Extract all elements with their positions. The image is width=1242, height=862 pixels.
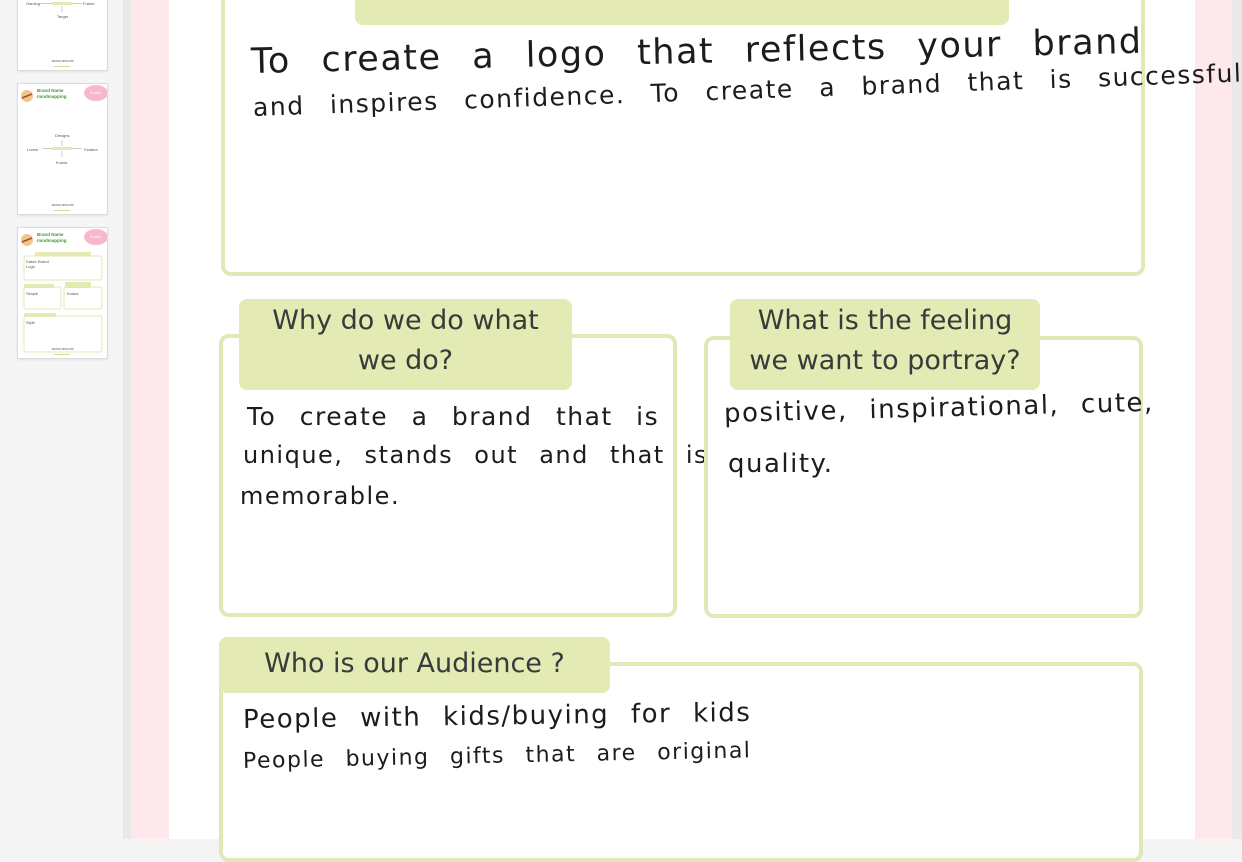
why-answer-line-1: To create a brand that is [247, 402, 660, 431]
why-label-line-2: we do? [357, 345, 454, 376]
thumbnail-text: Kudos [67, 291, 79, 296]
thumbnail-tag: Kudos [90, 90, 102, 95]
thumbnail-text: Style [26, 320, 35, 325]
audience-answer-box[interactable] [219, 662, 1143, 862]
thumbnail-text: Brand [38, 259, 49, 264]
thumbnail-text: Logo [26, 264, 35, 269]
why-label-line-1: Why do we do what [272, 305, 539, 336]
thumbnail-text: Dates [26, 259, 37, 264]
why-answer-line-2: unique, stands out and that is [243, 441, 709, 469]
mission-label [355, 0, 1009, 25]
thumbnail-1-graphic [40, 2, 82, 67]
page-thumbnail-sidebar: Gaming Future Target BRAND MIND MAP Bran… [0, 0, 124, 839]
page-background: To create a logo that reflects your bran… [131, 0, 1242, 862]
thumbnail-footer: BRAND MIND MAP [52, 348, 74, 351]
page-thumbnail-3[interactable]: Brand Name mindmapping Kudos Dates Brand… [17, 227, 108, 359]
feeling-answer-line-2: quality. [728, 449, 834, 479]
document-canvas: To create a logo that reflects your bran… [124, 0, 1242, 862]
thumbnail-text: Target [57, 14, 69, 19]
thumbnail-2-graphic [21, 85, 107, 211]
feeling-label-line-2: we want to portray? [749, 345, 1021, 376]
page-sheet: To create a logo that reflects your bran… [169, 0, 1242, 862]
feeling-label-line-1: What is the feeling [757, 305, 1013, 336]
why-answer-line-3: memorable. [240, 482, 401, 510]
thumbnail-subtitle: mindmapping [37, 94, 67, 99]
page-thumbnail-2[interactable]: Brand Name mindmapping Kudos Designs Lor… [17, 83, 108, 215]
thumbnail-text: Feature [84, 147, 98, 152]
thumbnail-footer: BRAND MIND MAP [52, 204, 74, 207]
mission-answer-box[interactable] [221, 0, 1145, 276]
feeling-label: What is the feeling we want to portray? [730, 299, 1040, 390]
thumbnail-text: Lorem [27, 147, 39, 152]
thumbnail-brand-name: Brand Name [37, 232, 64, 237]
thumbnail-text: Simple [26, 291, 39, 296]
thumbnail-brand-name: Brand Name [37, 88, 64, 93]
thumbnail-text: Designs [55, 133, 70, 138]
thumbnail-tag: Kudos [90, 234, 102, 239]
page-thumbnail-1[interactable]: Gaming Future Target BRAND MIND MAP [17, 0, 108, 71]
thumbnail-text: Gaming [26, 1, 41, 6]
thumbnail-text: Future [83, 1, 95, 6]
why-label: Why do we do what we do? [239, 299, 572, 390]
thumbnail-subtitle: mindmapping [37, 238, 67, 243]
thumbnail-footer: BRAND MIND MAP [52, 60, 74, 63]
thumbnail-text: Kudos [56, 160, 68, 165]
thumbnail-3-graphic [21, 229, 107, 355]
audience-label: Who is our Audience ? [219, 637, 610, 693]
